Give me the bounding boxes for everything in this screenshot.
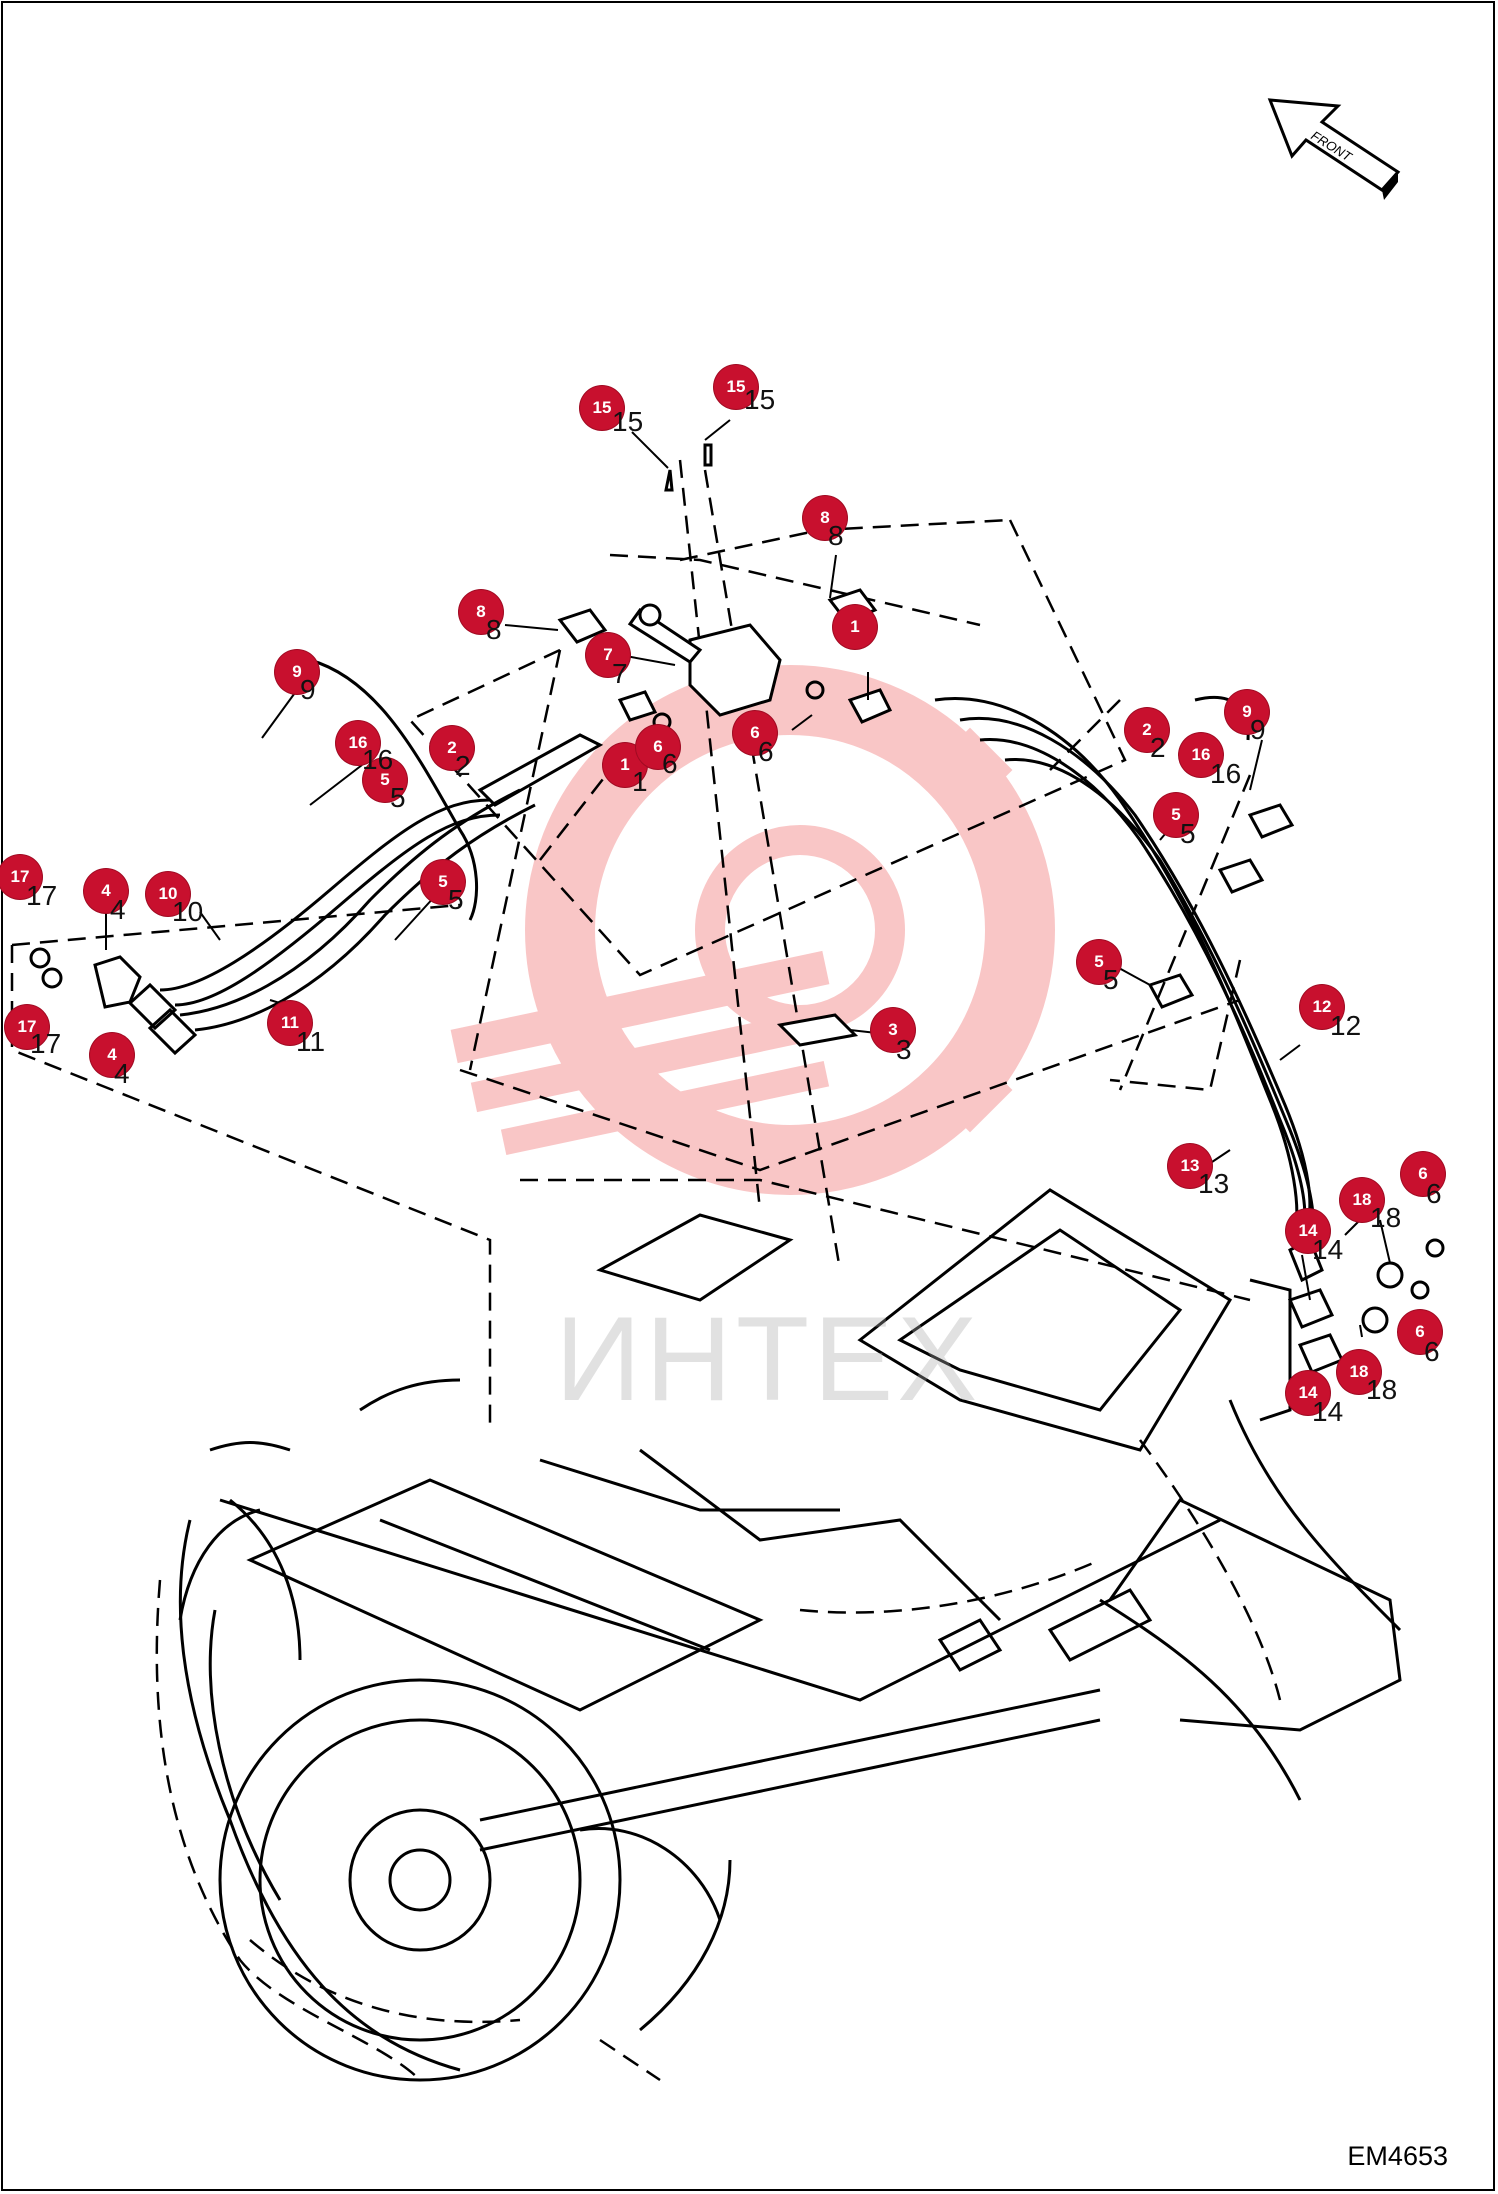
part-number-label: 8 [828,520,844,551]
part-number-label: 14 [1312,1396,1344,1427]
part-number-label: 9 [1250,714,1266,745]
callout-6[interactable]: 6 [733,711,777,755]
callout-1[interactable]: 1 [833,605,877,649]
dashed-assembly-lines [10,459,1252,1430]
callout-11[interactable]: 11 [268,1001,312,1045]
callout-5[interactable]: 5 [363,758,407,802]
lower-dashed-outline [155,1439,1282,2082]
callout-5[interactable]: 5 [1154,793,1198,837]
callout-14[interactable]: 14 [1286,1209,1330,1253]
part-number-label: 10 [172,896,204,927]
callout-9[interactable]: 9 [1225,690,1269,734]
part-number-label: 6 [662,748,678,779]
right-hose-assembly [934,695,1445,1374]
callout-10[interactable]: 10 [146,872,190,916]
part-number-label: 2 [455,750,471,781]
callout-leader-lines [105,419,1391,1338]
part-number-label: 15 [612,406,644,437]
part-number-label: 5 [448,884,464,915]
callout-13[interactable]: 13 [1168,1144,1212,1188]
part-number-label: 9 [300,674,316,705]
callout-4[interactable]: 4 [84,869,128,913]
callout-8[interactable]: 8 [803,496,847,540]
callout-5[interactable]: 5 [421,860,465,904]
part-number-label: 7 [612,658,628,689]
front-direction-arrow: FRONT [1267,98,1401,200]
part-number-label: 11 [296,1026,326,1057]
part-number-label: 6 [1426,1178,1442,1209]
part-number-label: 18 [1370,1202,1402,1233]
part-number-label: 6 [758,736,774,767]
part-number-label: 16 [362,744,394,775]
part-number-label: 3 [896,1034,912,1065]
valve-block [557,443,893,1047]
callout-14[interactable]: 14 [1286,1371,1330,1415]
callout-16[interactable]: 16 [336,721,380,765]
callout-5[interactable]: 5 [1077,940,1121,984]
watermark-text: ИНТЕХ [555,1292,982,1426]
left-hose-assembly [29,658,604,1056]
part-number-label: 18 [1366,1374,1398,1405]
callout-2[interactable]: 2 [1125,708,1169,752]
callout-16[interactable]: 16 [1179,733,1223,777]
callout-18[interactable]: 18 [1337,1350,1381,1394]
callout-2[interactable]: 2 [430,726,474,770]
callout-7[interactable]: 7 [586,633,630,677]
callout-18[interactable]: 18 [1340,1178,1384,1222]
callout-6[interactable]: 6 [636,725,680,769]
callout-8[interactable]: 8 [459,590,503,634]
callout-4[interactable]: 4 [90,1033,134,1077]
part-number-label: 4 [110,894,126,925]
part-number-label: 5 [390,782,406,813]
part-number-label: 4 [114,1058,130,1089]
part-number-label: 5 [1103,964,1119,995]
part-number-label: 12 [1330,1010,1362,1041]
part-number-label: 1 [632,766,648,797]
callout-9[interactable]: 9 [275,650,319,694]
callout-6[interactable]: 6 [1398,1310,1442,1354]
callout-17[interactable]: 17 [0,855,42,899]
part-number-label: 2 [1150,732,1166,763]
callout-17[interactable]: 17 [5,1005,49,1049]
part-number-label: 17 [26,880,58,911]
part-number-label: 14 [1312,1234,1344,1265]
part-number-label: 16 [1210,758,1242,789]
part-number-label: 8 [486,614,502,645]
callout-15[interactable]: 15 [580,386,624,430]
callout-15[interactable]: 15 [714,365,758,409]
part-number-label: 17 [30,1028,62,1059]
callout-12[interactable]: 12 [1300,985,1344,1029]
part-number-label: 5 [1180,818,1196,849]
loader-frame [178,1188,1402,2082]
part-number-label: 6 [1424,1336,1440,1367]
part-number-label: 13 [1198,1168,1230,1199]
callout-6[interactable]: 6 [1401,1152,1445,1196]
part-number-label: 15 [744,384,776,415]
callout-3[interactable]: 3 [871,1008,915,1052]
drawing-code: EM4653 [1347,2141,1448,2171]
